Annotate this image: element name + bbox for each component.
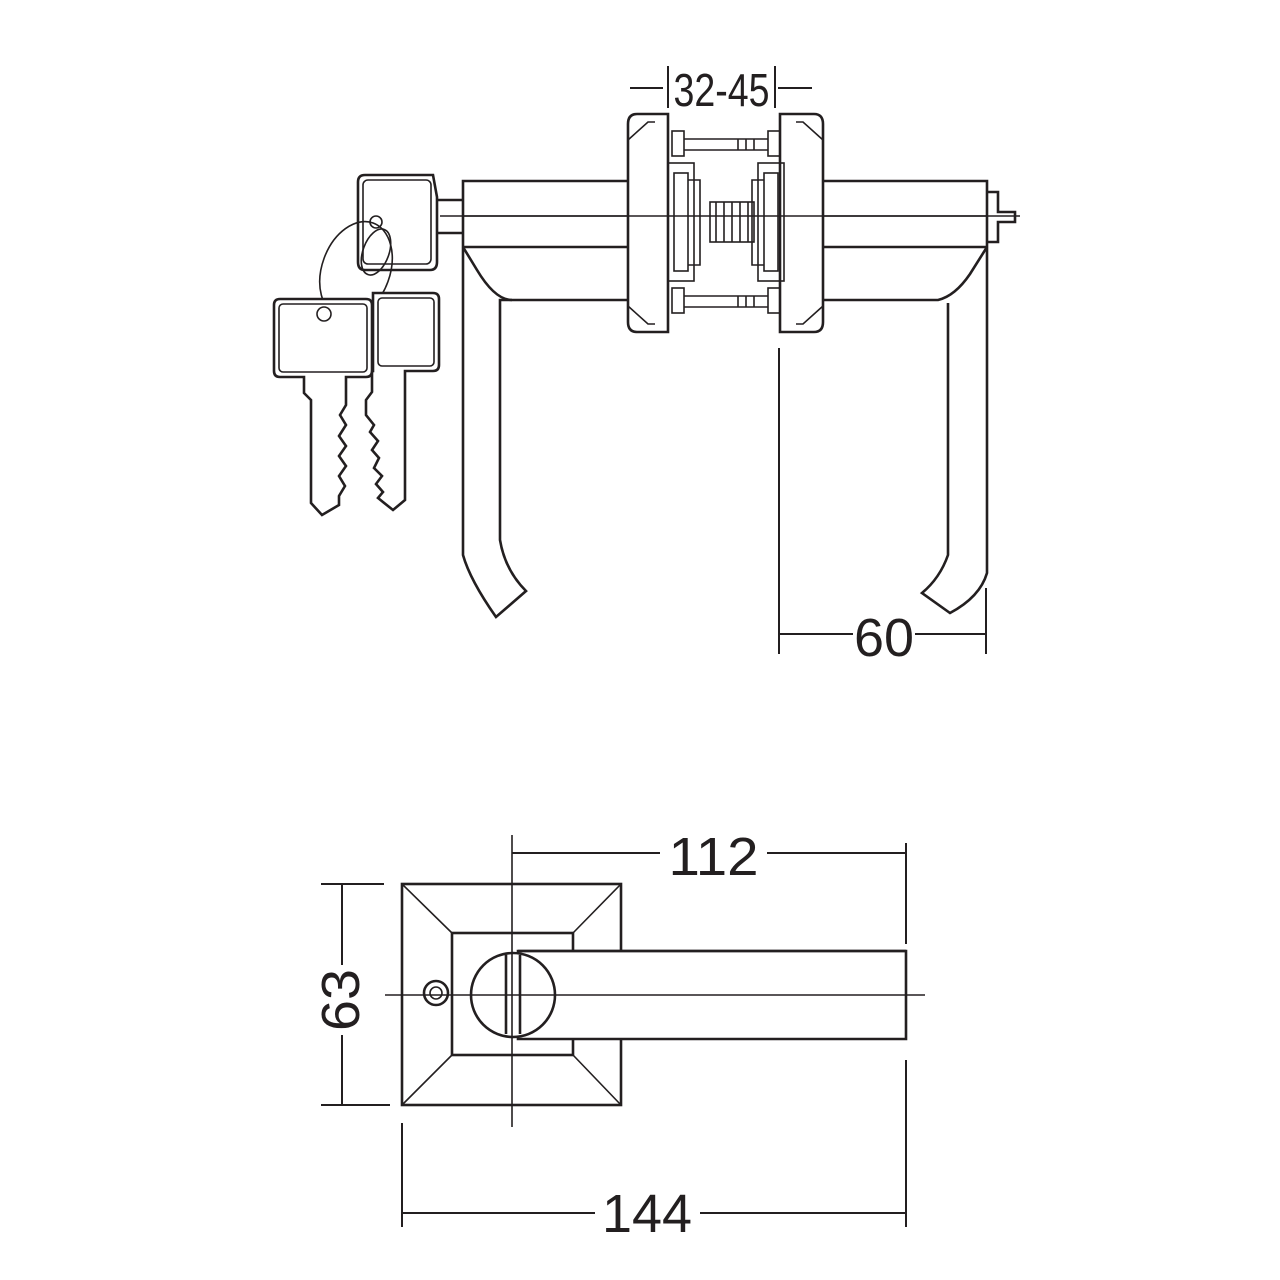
- key-left: [272, 297, 374, 517]
- through-bolts: [671, 130, 781, 314]
- dimension-overall-length: 144: [401, 1060, 907, 1244]
- key-right: [364, 291, 441, 512]
- right-lever: [823, 179, 1017, 615]
- spring-cassettes: [667, 162, 785, 282]
- dimension-label-lever-length: 112: [669, 827, 759, 887]
- key-bunch: [272, 173, 463, 517]
- side-view: 32-45 60: [272, 64, 1020, 668]
- dimension-lever-length: 112: [512, 827, 907, 944]
- dimension-label-rose-spacing: 32-45: [674, 64, 770, 116]
- dimension-label-lever-projection: 60: [854, 608, 914, 668]
- dimension-label-overall-length: 144: [602, 1184, 692, 1244]
- dimension-lever-projection: 60: [778, 348, 987, 668]
- key-ring-hole: [369, 215, 383, 229]
- left-rose: [626, 112, 670, 334]
- dimension-rose-spacing: 32-45: [630, 64, 812, 116]
- key-cylinder-key: [356, 173, 439, 272]
- dimension-label-rose-height: 63: [311, 969, 371, 1031]
- right-rose: [778, 112, 825, 334]
- key-cylinder: [422, 979, 450, 1007]
- left-lever: [461, 179, 628, 619]
- dimension-rose-height: 63: [311, 883, 390, 1106]
- front-view: 112 63 144: [311, 827, 925, 1244]
